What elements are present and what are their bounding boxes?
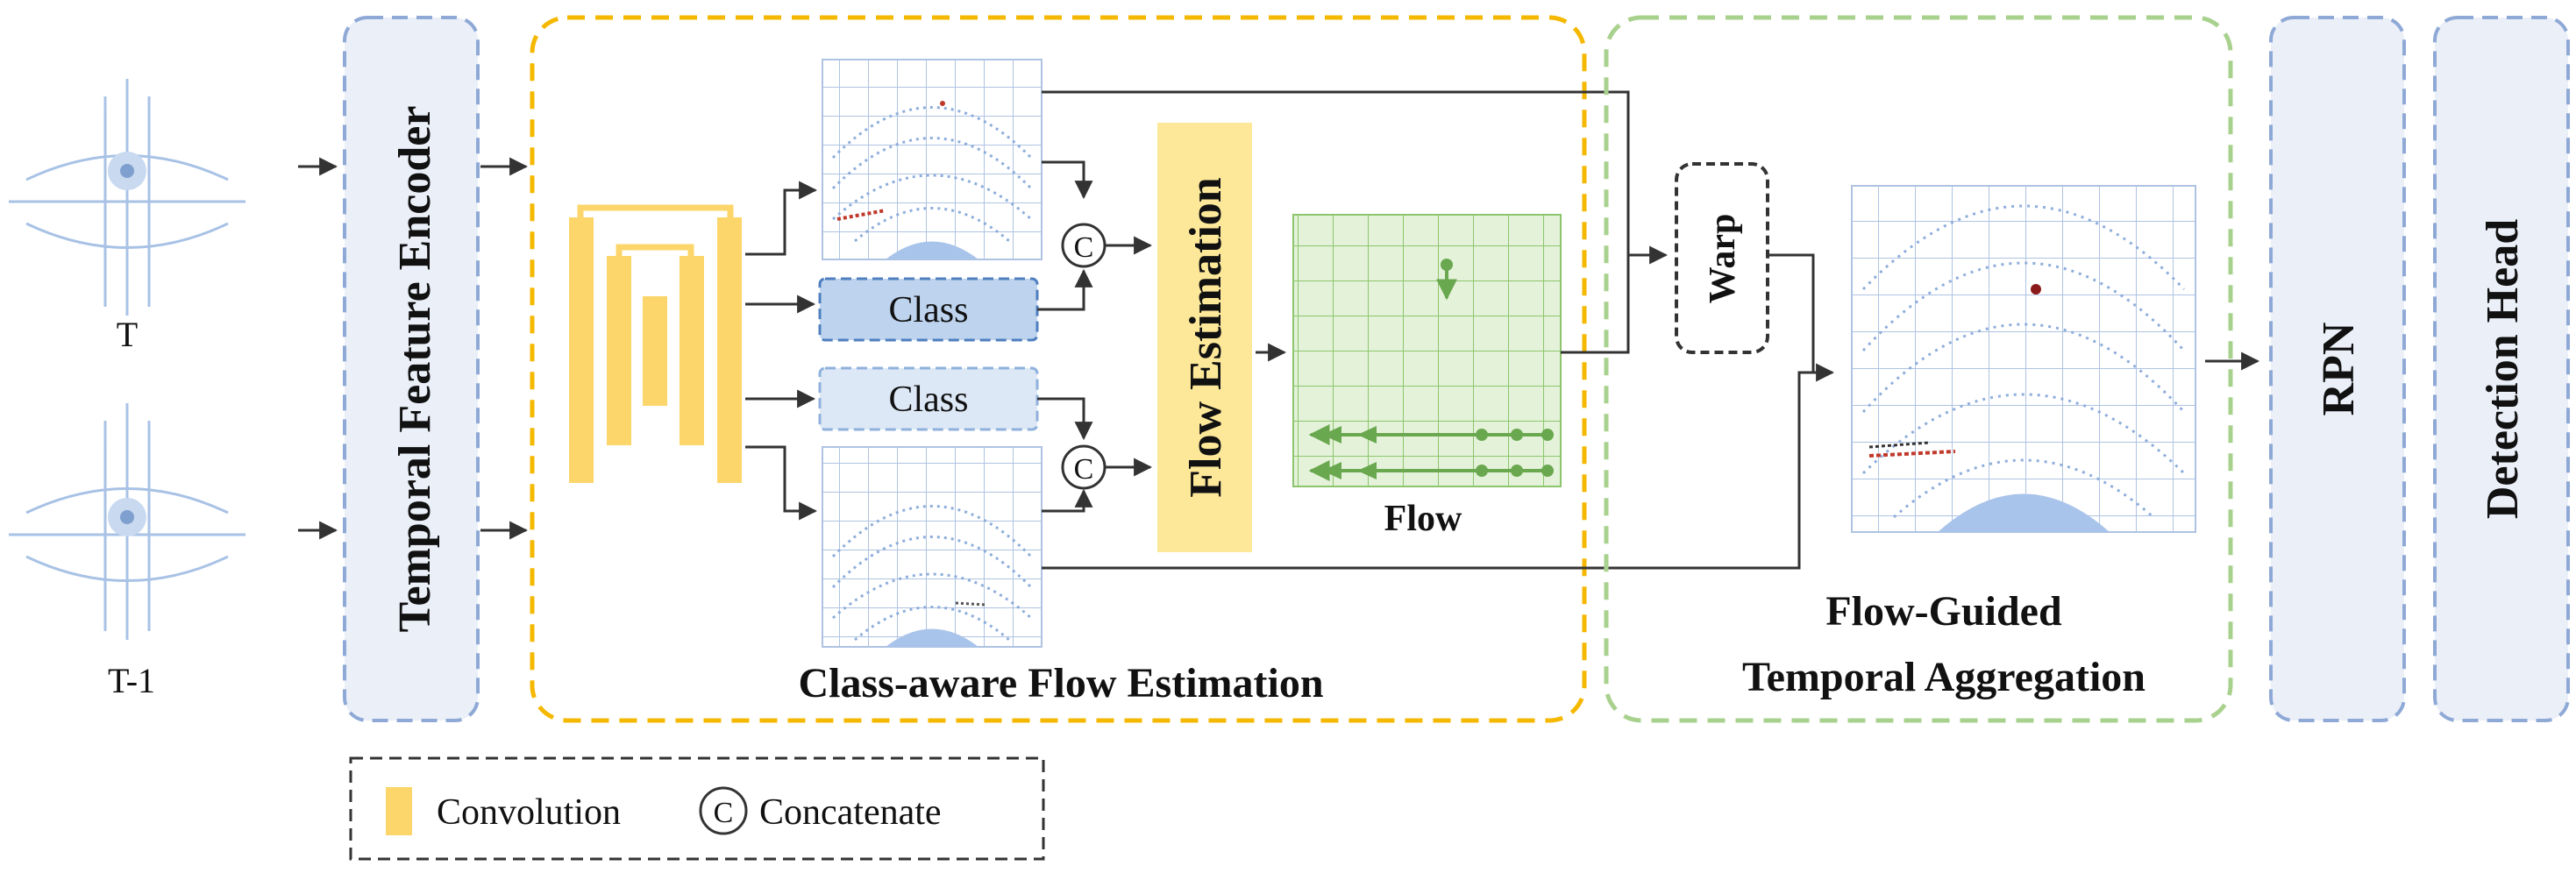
class-aware-section-label: Class-aware Flow Estimation xyxy=(798,660,1323,706)
conv-block xyxy=(569,217,594,483)
legend-concatenate-label: Concatenate xyxy=(759,792,942,833)
connector-feature-top-to-warp xyxy=(1042,90,1669,265)
class-box-bottom-label: Class xyxy=(888,380,968,420)
concat-bottom-symbol: C xyxy=(1074,453,1094,486)
arrow-unet-to-feature-top xyxy=(745,181,818,256)
rpn-block xyxy=(2269,16,2406,722)
flow-estimation-block xyxy=(1157,123,1252,552)
conv-block xyxy=(607,256,631,445)
detection-head-label: Detection Head xyxy=(2478,219,2528,519)
flow-label: Flow xyxy=(1384,499,1462,539)
conv-block xyxy=(643,296,667,406)
aggregation-label-line1: Flow-Guided xyxy=(1825,588,2062,635)
concat-bottom-icon xyxy=(1061,444,1107,490)
connector-warp-to-aggregation xyxy=(1768,253,1815,373)
legend-convolution-swatch xyxy=(386,787,412,835)
arrow-feature-top-to-concat xyxy=(1042,160,1093,200)
concat-top-symbol: C xyxy=(1074,231,1094,264)
connector-feature-bottom-to-aggregation xyxy=(1042,363,1835,570)
bev-feature-map-t xyxy=(822,59,1042,260)
detection-head-block xyxy=(2433,16,2570,722)
frame-t-minus-1-label: T-1 xyxy=(108,661,155,700)
arrow-feature-bottom-to-concat xyxy=(1042,488,1093,513)
arrow-unet-to-feature-bottom xyxy=(745,445,818,521)
bev-feature-map-t-minus-1 xyxy=(822,446,1042,648)
temporal-feature-encoder-label: Temporal Feature Encoder xyxy=(390,106,440,633)
flow-guided-aggregation-section xyxy=(1604,15,2233,723)
arrow-class-bottom-to-concat xyxy=(1037,397,1093,441)
legend-convolution-label: Convolution xyxy=(437,792,621,833)
aggregation-label-line2: Temporal Aggregation xyxy=(1742,654,2145,700)
warp-block xyxy=(1675,162,1769,354)
warp-label: Warp xyxy=(1703,214,1743,304)
conv-block xyxy=(717,217,742,483)
legend-concat-icon xyxy=(699,786,748,835)
legend-box xyxy=(349,756,1045,861)
frame-t-label: T xyxy=(117,315,138,354)
lidar-frame-t xyxy=(9,79,246,316)
class-box-top-label: Class xyxy=(888,290,968,330)
flow-estimation-label: Flow Estimation xyxy=(1181,177,1231,498)
legend-concat-symbol: C xyxy=(714,797,734,829)
arrow-class-top-to-concat xyxy=(1037,268,1093,311)
flow-field-grid xyxy=(1292,214,1562,487)
aggregated-bev-feature-map xyxy=(1851,185,2196,533)
rpn-label: RPN xyxy=(2314,323,2364,416)
class-aware-flow-estimation-section xyxy=(530,15,1587,723)
conv-block xyxy=(680,256,704,445)
unet-convolution-blocks xyxy=(569,204,742,483)
lidar-frame-t-minus-1 xyxy=(9,403,246,640)
concat-top-icon xyxy=(1061,223,1107,268)
connector-flow-to-warp xyxy=(1561,255,1630,354)
temporal-feature-encoder xyxy=(343,16,480,722)
